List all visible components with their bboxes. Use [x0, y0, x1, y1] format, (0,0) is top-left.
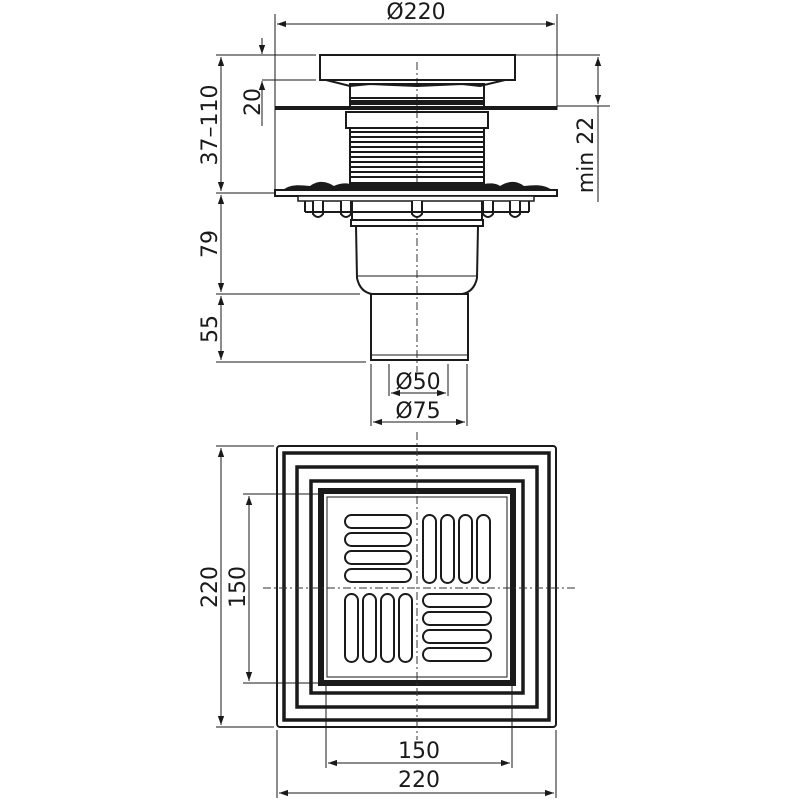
label-outer-height: 220: [198, 566, 223, 608]
dimension-outer-height: 220: [198, 445, 274, 728]
top-view: 220 150 150 220: [198, 432, 578, 798]
label-min-height: min 22: [574, 117, 599, 193]
slots-top-left: [344, 514, 412, 583]
label-outer-width: 220: [398, 768, 440, 793]
upper-thread: [349, 97, 485, 109]
label-grate-width: 150: [398, 739, 440, 764]
dimension-min-height: min 22: [557, 57, 610, 202]
slots-bottom-right: [422, 593, 492, 662]
base-plate: [274, 181, 558, 202]
label-outlet-height: 55: [198, 315, 223, 343]
label-outer-outlet-diameter: Ø75: [395, 399, 440, 424]
dimension-adjustable-height: 37–110: [198, 54, 316, 194]
dimension-top-diameter: Ø220: [274, 0, 558, 190]
label-adjustable-height: 37–110: [198, 85, 223, 166]
dimension-body-height: 79: [198, 195, 360, 295]
slots-top-right: [422, 514, 491, 584]
outlet-pipe: [370, 293, 469, 361]
dimension-cap-height: 20: [241, 38, 316, 126]
threaded-body: [349, 127, 485, 184]
label-inner-outlet-diameter: Ø50: [395, 370, 440, 395]
dimension-outlet-height: 55: [198, 296, 366, 363]
dimension-outlet-diameters: Ø50 Ø75: [370, 364, 468, 426]
label-top-diameter: Ø220: [386, 0, 445, 25]
dimension-grate-height: 150: [226, 493, 318, 684]
dimension-grate-width: 150: [325, 686, 513, 768]
drain-cap: [319, 54, 600, 103]
slots-bottom-left: [344, 593, 413, 663]
label-grate-height: 150: [226, 566, 251, 608]
clips: [304, 201, 530, 220]
label-cap-height: 20: [241, 88, 266, 116]
dimension-outer-width: 220: [276, 730, 557, 798]
side-view: Ø220 20: [198, 0, 610, 426]
label-body-height: 79: [198, 230, 223, 258]
